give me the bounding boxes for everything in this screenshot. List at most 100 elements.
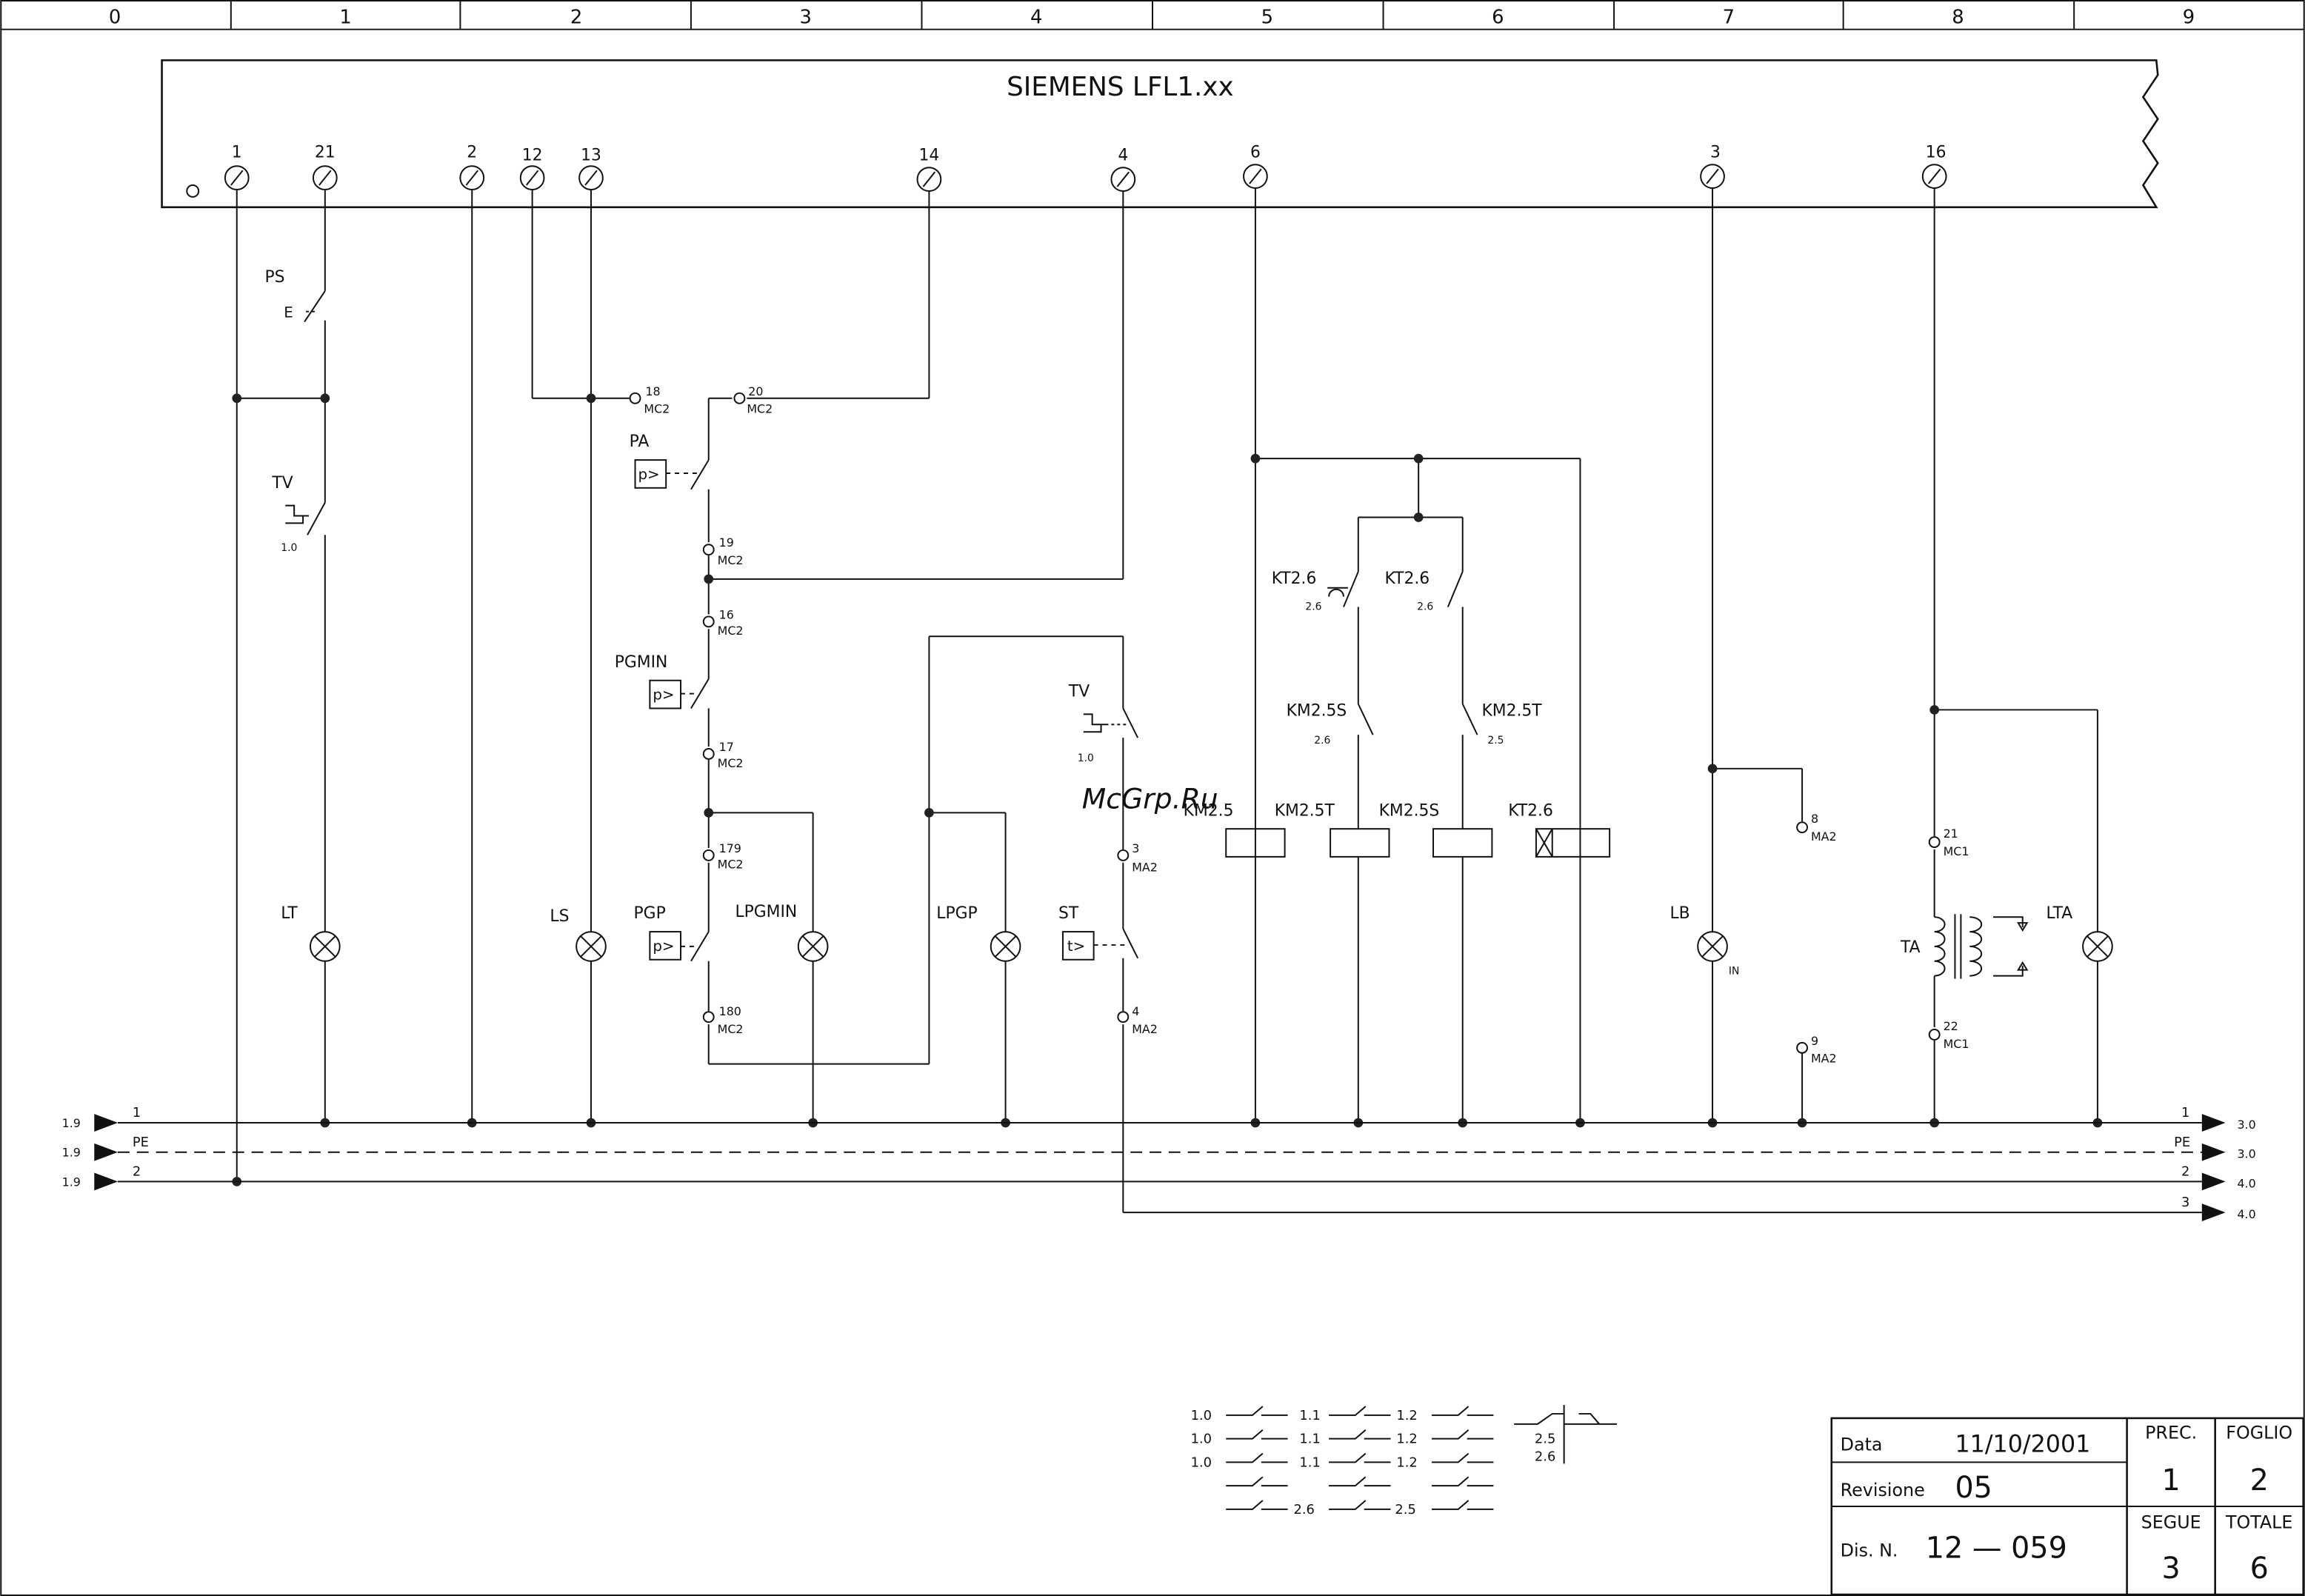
svg-text:MC2: MC2 (718, 553, 744, 567)
pgp-pressure-switch: p> PGP (634, 904, 710, 962)
svg-text:LB: LB (1669, 904, 1689, 923)
terminal: 14 (916, 146, 942, 192)
svg-text:LPGMIN: LPGMIN (735, 903, 797, 921)
svg-text:TV: TV (271, 474, 293, 493)
lamp-lta: LTA (2046, 904, 2113, 962)
lamp-lt: LT (281, 904, 341, 962)
svg-text:1.9: 1.9 (62, 1175, 81, 1189)
terminal: 3 (1700, 143, 1725, 189)
svg-text:3: 3 (1710, 143, 1721, 161)
svg-text:MC2: MC2 (718, 1022, 744, 1036)
svg-text:t>: t> (1067, 938, 1085, 955)
segue-value: 3 (2162, 1552, 2181, 1586)
device-marker (186, 184, 200, 198)
km25t-contact: KM2.5T 2.5 (1461, 701, 1542, 747)
svg-text:MC2: MC2 (718, 624, 744, 638)
km25s-contact: KM2.5S 2.6 (1287, 701, 1374, 747)
kt26-contact: KT2.6 2.6 (1385, 570, 1464, 613)
svg-text:KM2.5S: KM2.5S (1379, 801, 1440, 820)
date-label: Data (1841, 1435, 1883, 1455)
svg-text:MA2: MA2 (1132, 861, 1158, 875)
pgmin-pressure-switch: p> PGMIN (615, 653, 710, 709)
svg-text:2.6: 2.6 (1314, 735, 1330, 747)
svg-text:KM2.5: KM2.5 (1184, 801, 1234, 820)
revision-value: 05 (1955, 1471, 1992, 1505)
svg-text:2: 2 (133, 1163, 141, 1179)
column-number: 1 (339, 7, 351, 29)
svg-text:3.0: 3.0 (2237, 1147, 2255, 1161)
drawing-number-value: 12 — 059 (1926, 1531, 2067, 1565)
lamp-ls: LS (550, 907, 607, 962)
svg-text:2.5: 2.5 (1487, 735, 1504, 747)
svg-text:19: 19 (719, 535, 734, 550)
svg-text:1.1: 1.1 (1299, 1455, 1320, 1470)
svg-text:4.0: 4.0 (2237, 1176, 2255, 1190)
svg-text:MC2: MC2 (718, 756, 744, 770)
svg-text:1: 1 (232, 143, 242, 161)
svg-text:1.0: 1.0 (281, 542, 297, 554)
svg-text:KT2.6: KT2.6 (1272, 570, 1317, 588)
tv-contact: TV 1.0 (271, 474, 326, 554)
svg-text:14: 14 (918, 146, 939, 164)
coil-kt26: KT2.6 (1508, 801, 1611, 858)
svg-text:2.6: 2.6 (1535, 1449, 1555, 1464)
svg-text:KT2.6: KT2.6 (1508, 801, 1553, 820)
svg-text:1: 1 (133, 1105, 141, 1121)
wiring (236, 187, 2202, 1214)
tv-contact-right: TV 1.0 (1068, 683, 1139, 764)
pa-pressure-switch: p> PA (630, 433, 710, 490)
svg-text:MC2: MC2 (644, 402, 670, 416)
svg-text:MC1: MC1 (1944, 844, 1969, 858)
watermark-text: McGrp.Ru (1082, 782, 1218, 815)
svg-text:PE: PE (133, 1135, 149, 1150)
terminal: 4 (1110, 146, 1136, 192)
drawing-number-label: Dis. N. (1841, 1540, 1898, 1560)
svg-text:KM2.5T: KM2.5T (1275, 801, 1335, 820)
terminal: 2 (459, 143, 485, 190)
svg-text:3: 3 (1132, 841, 1139, 855)
svg-text:LPGP: LPGP (936, 904, 977, 923)
svg-text:p>: p> (653, 687, 674, 704)
svg-text:18: 18 (645, 384, 660, 398)
svg-text:4: 4 (1132, 1004, 1139, 1018)
svg-text:9: 9 (1811, 1034, 1818, 1048)
svg-text:LTA: LTA (2046, 904, 2072, 923)
svg-text:1.9: 1.9 (62, 1146, 81, 1160)
st-timer-contact: t> ST (1058, 904, 1139, 961)
segue-label: SEGUE (2141, 1512, 2201, 1533)
coil-km25t: KM2.5T (1275, 801, 1390, 858)
terminal: 1 (224, 143, 250, 190)
busbars: 1.9 1.9 1.9 1 PE 2 1 PE 2 3 3.0 3.0 4.0 … (62, 1105, 2256, 1221)
svg-text:1.0: 1.0 (1191, 1432, 1212, 1447)
terminal: 16 (1921, 143, 1947, 189)
svg-text:MA2: MA2 (1811, 1052, 1837, 1066)
foglio-label: FOGLIO (2226, 1423, 2292, 1443)
device-title: SIEMENS LFL1.xx (1007, 72, 1233, 102)
svg-text:2.5: 2.5 (1395, 1502, 1415, 1517)
svg-text:6: 6 (1250, 143, 1261, 161)
prec-label: PREC. (2145, 1423, 2197, 1443)
svg-text:TV: TV (1068, 683, 1090, 701)
svg-text:20: 20 (748, 384, 763, 398)
svg-text:4.0: 4.0 (2237, 1207, 2255, 1221)
svg-text:16: 16 (1926, 143, 1947, 161)
svg-text:PGP: PGP (634, 904, 666, 923)
column-number: 5 (1261, 7, 1273, 29)
svg-text:KM2.5S: KM2.5S (1287, 701, 1347, 720)
terminal: 6 (1243, 143, 1268, 189)
column-number: 6 (1492, 7, 1504, 29)
svg-text:12: 12 (522, 146, 543, 164)
column-number: 0 (109, 7, 121, 29)
column-number: 2 (570, 7, 582, 29)
column-number: 8 (1952, 7, 1964, 29)
svg-text:LS: LS (550, 907, 569, 926)
